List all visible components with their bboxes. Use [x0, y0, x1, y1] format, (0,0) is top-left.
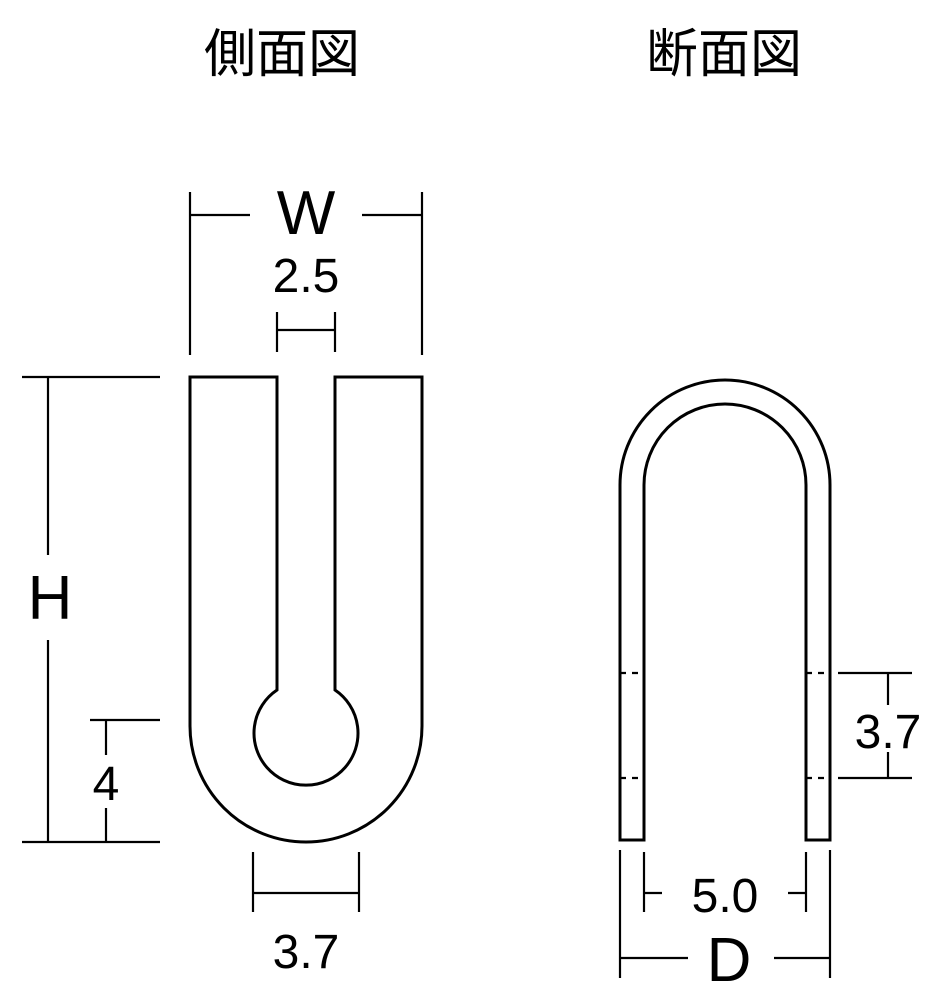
- section-view-title: 断面図: [646, 25, 802, 85]
- height-label: H: [28, 564, 73, 633]
- slot-width-label: 2.5: [273, 250, 340, 303]
- depth-label: D: [707, 926, 752, 995]
- side-view: W 2.5 H 4 3.7: [22, 179, 424, 979]
- section-view: 3.7 5.0 D: [618, 378, 922, 995]
- width-label: W: [277, 179, 336, 248]
- band-length-label: 3.7: [855, 706, 922, 759]
- inner-width-label: 5.0: [692, 870, 759, 923]
- hole-diameter-label: 3.7: [273, 926, 340, 979]
- hole-center-label: 4: [93, 758, 120, 811]
- section-outline: [618, 378, 832, 842]
- side-view-outline: [188, 375, 424, 844]
- side-view-title: 側面図: [204, 25, 360, 85]
